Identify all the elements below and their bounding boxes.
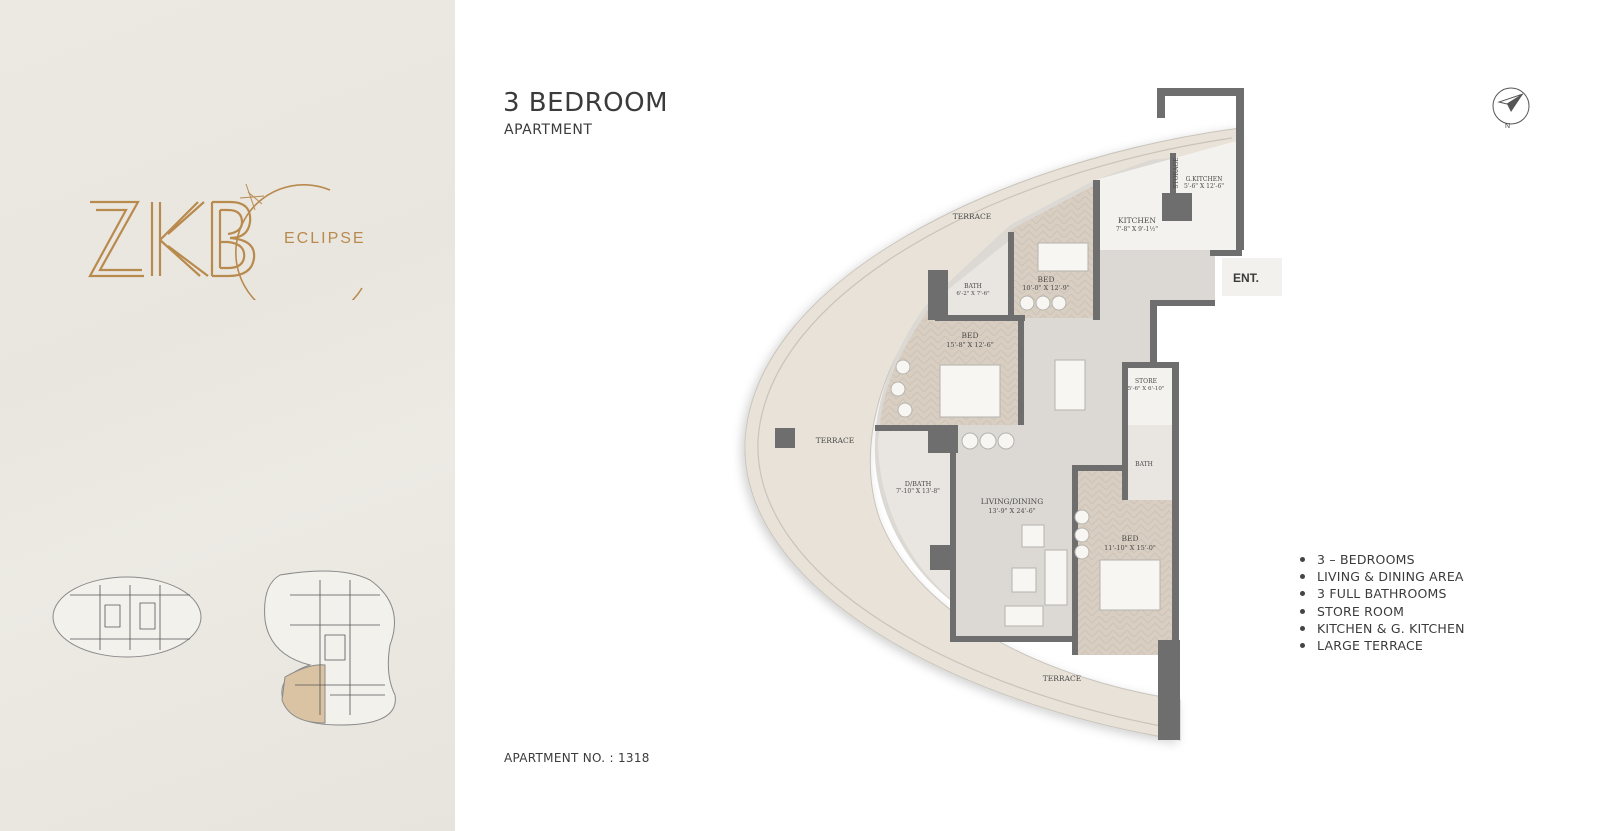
- label-bed-2: BED: [962, 331, 979, 340]
- zkb-eclipse-logo: ECLIPSE: [88, 183, 366, 300]
- label-kitchen: KITCHEN: [1118, 216, 1156, 225]
- page-subtitle: APARTMENT: [504, 122, 593, 138]
- label-store-size: 5'-6" X 6'-10": [1128, 386, 1165, 392]
- bullet-icon: [1300, 591, 1305, 597]
- label-terrace-left: TERRACE: [816, 436, 854, 445]
- bullet-icon: [1300, 557, 1305, 562]
- bullet-icon: [1300, 608, 1305, 614]
- room-labels: TERRACE TERRACE TERRACE KITCHEN 7'-8" X …: [816, 157, 1224, 683]
- feature-text: KITCHEN & G. KITCHEN: [1317, 620, 1465, 636]
- furniture: [890, 242, 1161, 627]
- north-arrow-icon: N: [1492, 87, 1530, 130]
- floor-key-plans: [52, 570, 396, 726]
- apartment-number: APARTMENT NO. : 1318: [504, 751, 650, 765]
- bullet-icon: [1300, 574, 1305, 580]
- label-storage: STORAGE: [1173, 157, 1180, 188]
- feature-item: KITCHEN & G. KITCHEN: [1300, 620, 1465, 637]
- feature-text: LIVING & DINING AREA: [1317, 569, 1464, 585]
- walls: [875, 88, 1244, 740]
- label-bath-1-size: 6'-2" X 7'-6": [956, 291, 989, 297]
- label-terrace-bottom: TERRACE: [1043, 674, 1081, 683]
- label-bed-3: BED: [1122, 534, 1139, 543]
- label-bed-1-size: 10'-0" X 12'-9": [1022, 284, 1070, 292]
- feature-item: LARGE TERRACE: [1300, 637, 1465, 654]
- label-g-kitchen-size: 5'-6" X 12'-6": [1184, 183, 1224, 190]
- column: [775, 428, 795, 448]
- label-bath-2: BATH: [1135, 461, 1153, 468]
- entrance-label: ENT.: [1233, 271, 1259, 285]
- brand-panel: ECLIPSE: [0, 0, 455, 831]
- feature-text: 3 – BEDROOMS: [1317, 552, 1415, 567]
- label-living-size: 13'-9" X 24'-6": [988, 507, 1036, 515]
- label-bed-1: BED: [1038, 275, 1055, 284]
- feature-item: 3 FULL BATHROOMS: [1300, 585, 1465, 602]
- page-title: 3 BEDROOM: [503, 88, 669, 118]
- feature-item: STORE ROOM: [1300, 603, 1465, 620]
- feature-item: LIVING & DINING AREA: [1300, 568, 1465, 585]
- label-bath-1: BATH: [964, 283, 982, 290]
- features-list: 3 – BEDROOMS LIVING & DINING AREA 3 FULL…: [1300, 551, 1465, 654]
- entrance-area: [1222, 258, 1282, 296]
- label-d-bath: D/BATH: [905, 480, 932, 488]
- feature-text: LARGE TERRACE: [1317, 638, 1423, 654]
- label-d-bath-size: 7'-10" X 13'-8": [896, 488, 940, 495]
- feature-text: STORE ROOM: [1317, 603, 1405, 619]
- label-bed-3-size: 11'-10" X 15'-0": [1104, 544, 1156, 552]
- feature-item: 3 – BEDROOMS: [1300, 551, 1465, 568]
- logo-subtext: ECLIPSE: [284, 230, 366, 247]
- label-bed-2-size: 15'-8" X 12'-6": [946, 341, 994, 349]
- compass-label: N: [1505, 123, 1510, 130]
- feature-text: 3 FULL BATHROOMS: [1317, 586, 1447, 602]
- label-g-kitchen: G.KITCHEN: [1186, 176, 1223, 183]
- label-kitchen-size: 7'-8" X 9'-1½": [1116, 226, 1158, 233]
- label-living: LIVING/DINING: [981, 497, 1043, 506]
- label-terrace-top: TERRACE: [953, 212, 991, 221]
- bullet-icon: [1300, 625, 1305, 631]
- bullet-icon: [1300, 643, 1305, 649]
- label-store: STORE: [1135, 378, 1157, 385]
